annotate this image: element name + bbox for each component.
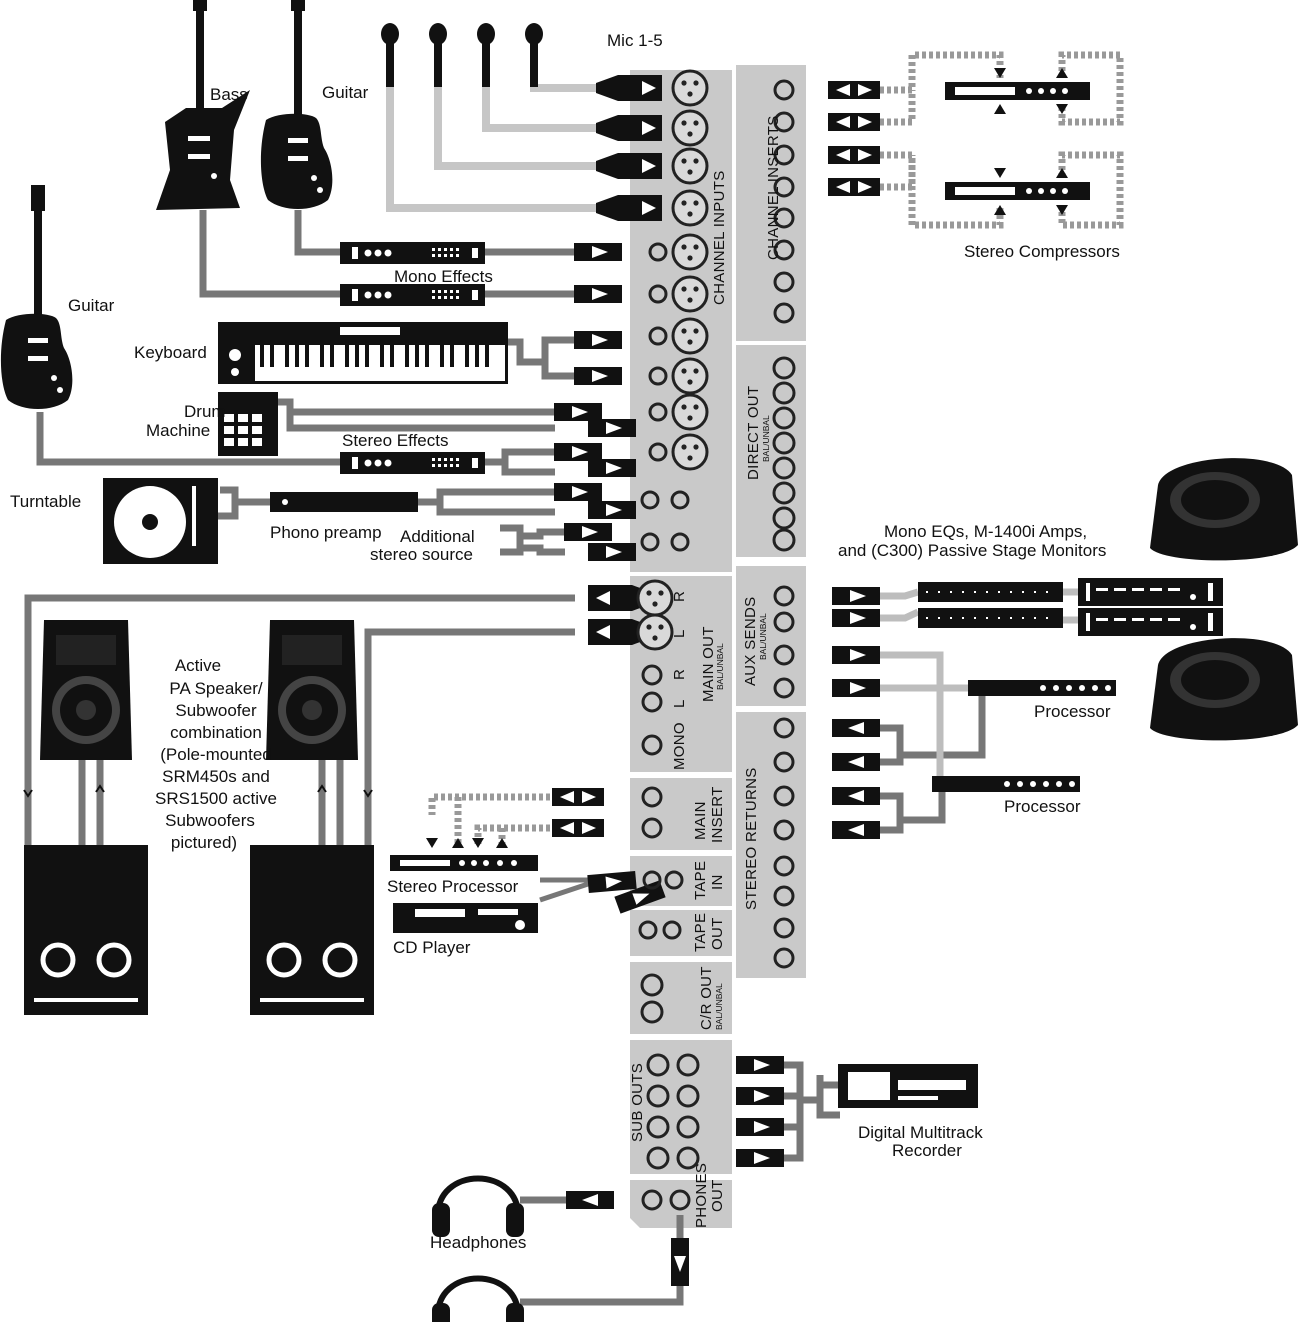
mono-r-label: R xyxy=(671,669,688,680)
main-insert-label-2: INSERT xyxy=(709,786,726,843)
recorder-label-1: Digital Multitrack xyxy=(858,1123,983,1142)
pa-label-line: Active xyxy=(175,656,221,675)
monitors-label-2: and (C300) Passive Stage Monitors xyxy=(838,541,1106,560)
pa-speaker-icon xyxy=(266,620,358,760)
stereo-processor-label: Stereo Processor xyxy=(387,877,519,896)
pa-label-line: (Pole-mounted xyxy=(160,745,272,764)
main-insert-label-1: MAIN xyxy=(692,801,709,840)
drum-machine-label-1: Drum xyxy=(184,402,226,421)
guitar-left-label: Guitar xyxy=(68,296,115,315)
stage-monitor-icon xyxy=(1150,458,1298,560)
mic-icon xyxy=(381,23,399,87)
stereo-compressor-unit xyxy=(945,82,1090,100)
guitar-top-label: Guitar xyxy=(322,83,369,102)
mic-icon xyxy=(525,23,543,87)
keyboard-label: Keyboard xyxy=(134,343,207,362)
drum-machine-label-2: Machine xyxy=(146,421,210,440)
phones-out-label-1: PHONES xyxy=(693,1163,710,1228)
pa-label-line: combination xyxy=(170,723,262,742)
mono-eq-unit xyxy=(918,608,1063,628)
main-out-l-label: L xyxy=(671,629,688,638)
bass-label: Bass xyxy=(210,85,248,104)
mono-l-label: L xyxy=(671,699,688,708)
tape-out-label-2: OUT xyxy=(709,917,726,950)
processor-unit xyxy=(968,680,1116,696)
pa-label-line: Subwoofer xyxy=(175,701,257,720)
cd-player-unit xyxy=(393,903,538,933)
keyboard-icon xyxy=(218,322,508,384)
subwoofer-icon xyxy=(250,845,374,1015)
additional-source-label-2: stereo source xyxy=(370,545,473,564)
pa-label-line: SRM450s and xyxy=(162,767,270,786)
aux-sends-sub-label: BAL/UNBAL xyxy=(758,613,768,660)
processor-lower-label: Processor xyxy=(1004,797,1081,816)
stereo-processor-unit xyxy=(390,838,538,871)
stereo-compressors-label: Stereo Compressors xyxy=(964,242,1120,261)
mono-eq-unit xyxy=(918,582,1063,602)
electric-guitar-icon xyxy=(1,185,72,409)
pa-label-line: pictured) xyxy=(171,833,237,852)
mic-icon xyxy=(429,23,447,87)
mics-label: Mic 1-5 xyxy=(607,31,663,50)
headphones-icon xyxy=(432,1179,524,1238)
cr-out-sub-label: BAL/UNBAL xyxy=(714,983,724,1030)
pa-description: Active PA Speaker/ Subwoofer combination… xyxy=(155,656,277,852)
processor-unit xyxy=(932,776,1080,792)
pa-speaker-icon xyxy=(40,620,132,760)
tape-in-label-1: TAPE xyxy=(692,861,709,900)
sub-outs-label: SUB OUTS xyxy=(629,1063,646,1142)
cr-out-label: C/R OUT xyxy=(698,966,715,1030)
bass-guitar-icon xyxy=(156,0,250,210)
main-out-r-label: R xyxy=(671,591,688,602)
phono-preamp-label: Phono preamp xyxy=(270,523,382,542)
channel-inserts-label: CHANNEL INSERTS xyxy=(765,115,782,260)
turntable-icon xyxy=(103,478,218,564)
headphones-label: Headphones xyxy=(430,1233,526,1252)
subwoofer-icon xyxy=(24,845,148,1015)
stereo-effects-unit xyxy=(340,452,485,474)
tape-in-label-2: IN xyxy=(709,874,726,890)
tape-out-label-1: TAPE xyxy=(692,913,709,952)
stage-monitor-icon xyxy=(1150,638,1298,740)
pa-label-line: SRS1500 active xyxy=(155,789,277,808)
processor-upper-label: Processor xyxy=(1034,702,1111,721)
additional-source-label-1: Additional xyxy=(400,527,475,546)
mono-effects-unit xyxy=(340,284,485,306)
power-amp-unit xyxy=(1078,608,1223,636)
mono-effects-unit xyxy=(340,242,485,264)
pa-label-line: Subwoofers xyxy=(165,811,255,830)
channel-inputs-label: CHANNEL INPUTS xyxy=(711,171,728,306)
mono-label: MONO xyxy=(671,722,688,770)
turntable-label: Turntable xyxy=(10,492,81,511)
electric-guitar-icon xyxy=(261,0,332,209)
stereo-returns-label: STEREO RETURNS xyxy=(743,767,760,910)
cd-player-label: CD Player xyxy=(393,938,471,957)
direct-out-label: DIRECT OUT xyxy=(745,386,762,480)
stereo-compressor-unit xyxy=(945,182,1090,200)
phones-out-label-2: OUT xyxy=(709,1179,726,1212)
power-amp-unit xyxy=(1078,578,1223,606)
direct-out-sub-label: BAL/UNBAL xyxy=(761,415,771,462)
pa-label-line: PA Speaker/ xyxy=(169,679,263,698)
mono-effects-label: Mono Effects xyxy=(394,267,493,286)
headphones-icon xyxy=(432,1279,524,1323)
aux-sends-label: AUX SENDS xyxy=(742,597,759,686)
main-out-sub-label: BAL/UNBAL xyxy=(715,643,725,690)
monitors-label-1: Mono EQs, M-1400i Amps, xyxy=(884,522,1087,541)
mic-icon xyxy=(477,23,495,87)
multitrack-recorder-unit xyxy=(838,1064,978,1108)
recorder-label-2: Recorder xyxy=(892,1141,962,1160)
phono-preamp-unit xyxy=(270,492,418,512)
drum-machine-icon xyxy=(218,392,278,456)
stereo-effects-label: Stereo Effects xyxy=(342,431,448,450)
